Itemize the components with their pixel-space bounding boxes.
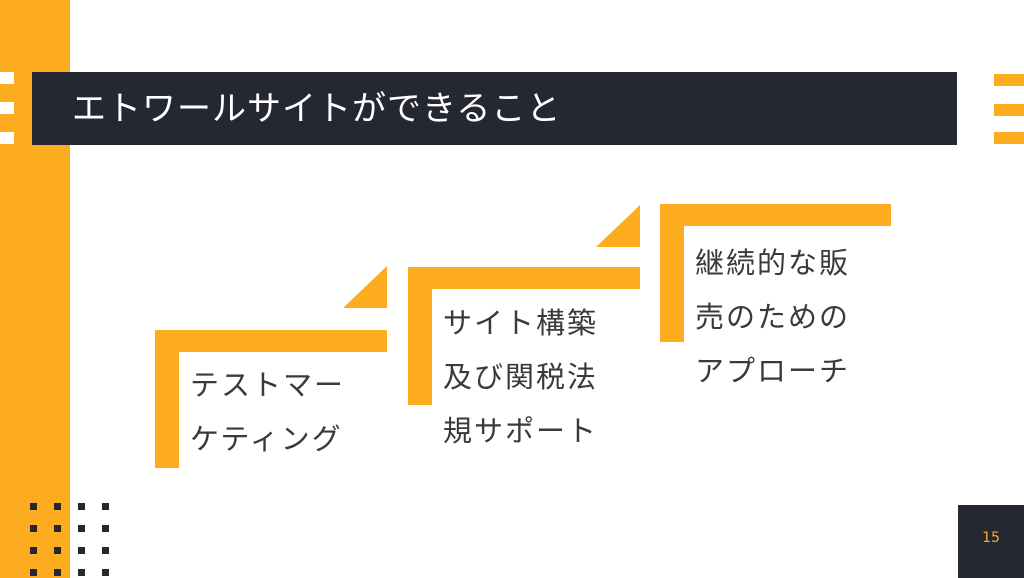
left-stripe — [0, 132, 14, 144]
dot — [102, 547, 109, 554]
step-2-line: サイト構築 — [443, 306, 599, 340]
step-2-line: 及び関税法 — [443, 360, 599, 394]
dot — [54, 569, 61, 576]
dot — [30, 525, 37, 532]
right-stripe — [994, 104, 1024, 116]
step-1-side-bar — [155, 330, 179, 468]
dot — [102, 503, 109, 510]
dot — [30, 569, 37, 576]
step-1-arrow-tip — [343, 266, 387, 308]
step-3-top-bar — [660, 204, 891, 226]
dot — [78, 503, 85, 510]
dot — [78, 569, 85, 576]
right-stripe — [994, 74, 1024, 86]
dot — [30, 503, 37, 510]
dot — [78, 547, 85, 554]
step-2-top-bar — [408, 267, 640, 289]
dot — [30, 547, 37, 554]
dot — [78, 525, 85, 532]
dot — [54, 525, 61, 532]
page-number-box — [958, 505, 1024, 578]
left-stripe — [0, 72, 14, 84]
left-stripe — [0, 102, 14, 114]
step-1-label: テストマー ケティング — [190, 358, 345, 466]
right-stripes — [994, 70, 1024, 150]
step-2-line: 規サポート — [443, 414, 599, 448]
step-3-line: 継続的な販 — [695, 246, 851, 280]
step-3-side-bar — [660, 204, 684, 342]
step-2-side-bar — [408, 267, 432, 405]
step-2-label: サイト構築 及び関税法 規サポート — [443, 296, 598, 458]
page-number: 15 — [982, 530, 1000, 546]
title-bar — [32, 72, 957, 145]
step-3-line: アプローチ — [695, 354, 851, 388]
step-3-line: 売のための — [695, 300, 851, 334]
step-1-top-bar — [155, 330, 387, 352]
dot — [54, 547, 61, 554]
slide-title: エトワールサイトができること — [72, 89, 562, 129]
dot — [102, 525, 109, 532]
dot — [54, 503, 61, 510]
dot — [102, 569, 109, 576]
step-2-arrow-tip — [596, 205, 640, 247]
right-stripe — [994, 132, 1024, 144]
step-1-line: ケティング — [190, 422, 343, 456]
step-3-label: 継続的な販 売のための アプローチ — [695, 236, 850, 398]
step-1-line: テストマー — [190, 368, 346, 402]
